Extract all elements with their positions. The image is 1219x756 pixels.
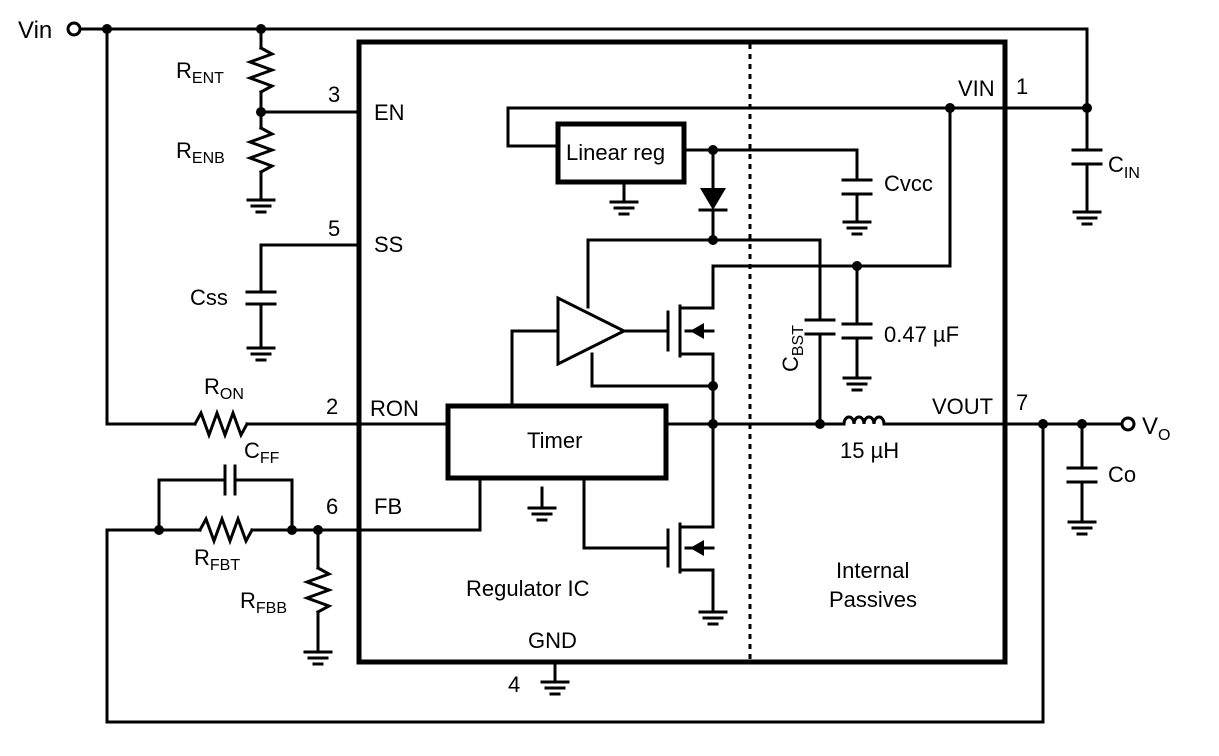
high-side-mosfet	[666, 106, 952, 426]
cvcc-capacitor	[841, 148, 873, 236]
vout-pin-number: 7	[1016, 390, 1028, 415]
gnd-pin-number: 4	[508, 672, 520, 697]
timer-block	[445, 403, 669, 481]
low-side-mosfet	[582, 422, 728, 626]
rent-resistor	[245, 27, 277, 114]
css-capacitor	[245, 243, 361, 362]
cvcc-label: Cvcc	[884, 171, 933, 196]
inductor-label: 15 µH	[840, 438, 899, 463]
vin-label: Vin	[18, 17, 52, 44]
vin-pin-label: VIN	[958, 76, 995, 101]
renb-label: RENB	[176, 138, 225, 167]
vo-terminal	[1120, 416, 1136, 432]
css-label: Css	[190, 285, 228, 310]
linear-reg-label: Linear reg	[566, 140, 665, 165]
rfbt-label: RFBT	[194, 545, 240, 574]
en-pin-number: 3	[328, 82, 340, 107]
ss-pin-label: SS	[374, 232, 403, 257]
renb-resistor	[245, 110, 277, 214]
fb-pin-label: FB	[374, 494, 402, 519]
cin-capacitor	[948, 103, 1103, 226]
rfbt-resistor	[197, 514, 255, 546]
capacitor-047uf	[841, 264, 873, 392]
boot-diode	[698, 148, 728, 245]
internal-passives-line1: Internal	[836, 558, 909, 583]
ic-boundary	[356, 39, 1008, 665]
rent-label: RENT	[176, 58, 224, 87]
internal-passives-line2: Passives	[829, 587, 917, 612]
cbst-label: CBST	[778, 325, 807, 372]
linear-regulator	[506, 103, 955, 216]
vin-rail	[66, 21, 1089, 426]
co-capacitor	[1066, 422, 1098, 536]
fb-pin-number: 6	[326, 494, 338, 519]
rfbb-resistor	[302, 565, 334, 615]
timer-label: Timer	[527, 428, 582, 453]
co-label: Co	[1108, 462, 1136, 487]
ss-pin-number: 5	[328, 216, 340, 241]
timer-ground	[527, 486, 557, 522]
vo-label: VO	[1142, 413, 1170, 444]
vin-terminal	[66, 21, 82, 37]
en-pin-label: EN	[374, 100, 405, 125]
gnd-pin-label: GND	[528, 628, 577, 653]
cff-label: CFF	[244, 438, 280, 467]
vin-pin-number: 1	[1016, 74, 1028, 99]
gate-driver	[510, 238, 718, 408]
gnd-pin-ground	[540, 660, 570, 696]
rfbb-label: RFBB	[240, 588, 287, 617]
cbst-capacitor	[586, 238, 836, 429]
ron-pin-label: RON	[370, 396, 419, 421]
ron-pin-number: 2	[326, 394, 338, 419]
regulator-ic-label: Regulator IC	[466, 576, 590, 601]
ron-resistor	[192, 408, 450, 440]
cin-label: CIN	[1108, 152, 1140, 182]
vout-pin-label: VOUT	[932, 394, 993, 419]
feedback-network	[105, 422, 1045, 724]
ron-label: RON	[204, 374, 244, 403]
cap-047-label: 0.47 µF	[884, 322, 959, 347]
